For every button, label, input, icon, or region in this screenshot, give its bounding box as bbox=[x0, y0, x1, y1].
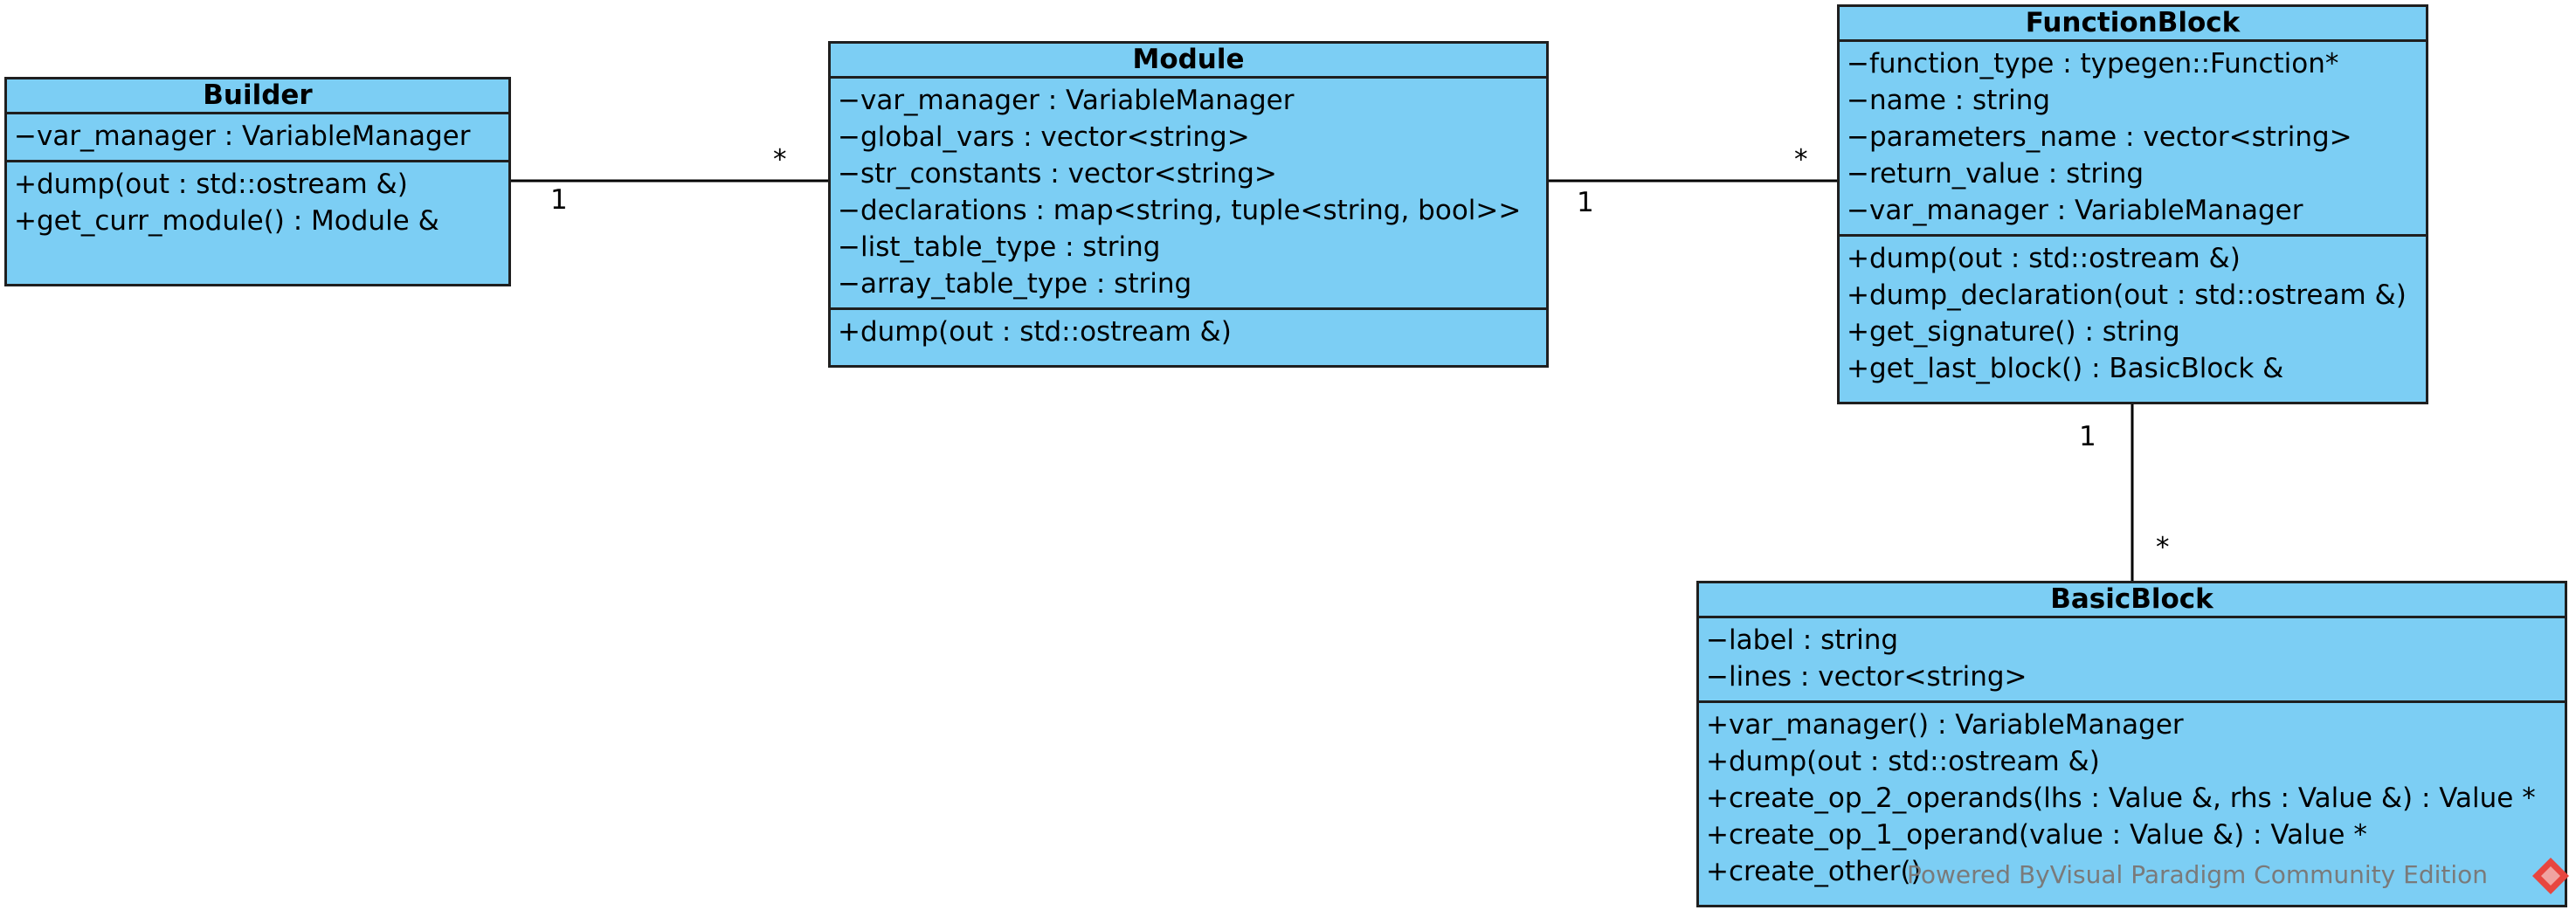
operation: +create_op_2_operands(lhs : Value &, rhs… bbox=[1706, 783, 2536, 814]
attribute: −function_type : typegen::Function* bbox=[1847, 48, 2339, 79]
attribute: −label : string bbox=[1706, 624, 1899, 656]
class-basicblock[interactable]: BasicBlock −label : string −lines : vect… bbox=[1696, 581, 2567, 907]
attribute: −var_manager : VariableManager bbox=[14, 121, 471, 152]
operation: +dump_declaration(out : std::ostream &) bbox=[1847, 279, 2407, 311]
attributes-compartment: −function_type : typegen::Function* −nam… bbox=[1840, 42, 2426, 237]
watermark-text: Powered ByVisual Paradigm Community Edit… bbox=[1907, 860, 2488, 889]
operation: +get_curr_module() : Module & bbox=[14, 205, 439, 237]
multiplicity-module-end: * bbox=[773, 144, 787, 176]
attribute: −global_vars : vector<string> bbox=[838, 121, 1250, 153]
attribute: −array_table_type : string bbox=[838, 268, 1192, 300]
operation: +dump(out : std::ostream &) bbox=[1706, 746, 2100, 777]
attribute: −declarations : map<string, tuple<string… bbox=[838, 195, 1522, 226]
attribute: −return_value : string bbox=[1847, 158, 2144, 190]
class-functionblock[interactable]: FunctionBlock −function_type : typegen::… bbox=[1837, 4, 2428, 404]
attribute: −list_table_type : string bbox=[838, 231, 1161, 263]
attribute: −var_manager : VariableManager bbox=[1847, 195, 2303, 226]
class-name: Module bbox=[831, 44, 1546, 79]
class-module[interactable]: Module −var_manager : VariableManager −g… bbox=[828, 41, 1549, 368]
operation: +create_op_1_operand(value : Value &) : … bbox=[1706, 819, 2367, 851]
attributes-compartment: −var_manager : VariableManager −global_v… bbox=[831, 79, 1546, 310]
class-builder[interactable]: Builder −var_manager : VariableManager +… bbox=[4, 77, 511, 286]
operation: +dump(out : std::ostream &) bbox=[1847, 243, 2241, 274]
visual-paradigm-logo-icon bbox=[2532, 858, 2569, 894]
operation: +dump(out : std::ostream &) bbox=[14, 169, 408, 200]
multiplicity-functionblock-end: * bbox=[1794, 144, 1808, 176]
operation: +var_manager() : VariableManager bbox=[1706, 709, 2184, 741]
operation: +create_other() bbox=[1706, 856, 1922, 887]
attribute: −parameters_name : vector<string> bbox=[1847, 121, 2352, 153]
attribute: −name : string bbox=[1847, 85, 2051, 116]
multiplicity-functionblock-end: 1 bbox=[2079, 421, 2096, 452]
attribute: −var_manager : VariableManager bbox=[838, 85, 1295, 116]
class-name: FunctionBlock bbox=[1840, 7, 2426, 42]
operations-compartment: +dump(out : std::ostream &) +get_curr_mo… bbox=[7, 162, 508, 245]
attribute: −str_constants : vector<string> bbox=[838, 158, 1277, 190]
attribute: −lines : vector<string> bbox=[1706, 661, 2027, 693]
class-name: BasicBlock bbox=[1699, 583, 2565, 618]
class-name: Builder bbox=[7, 79, 508, 114]
operation: +get_last_block() : BasicBlock & bbox=[1847, 353, 2284, 384]
operations-compartment: +dump(out : std::ostream &) bbox=[831, 310, 1546, 355]
attributes-compartment: −label : string −lines : vector<string> bbox=[1699, 618, 2565, 703]
operation: +dump(out : std::ostream &) bbox=[838, 316, 1232, 348]
operation: +get_signature() : string bbox=[1847, 316, 2180, 348]
operations-compartment: +var_manager() : VariableManager +dump(o… bbox=[1699, 703, 2565, 895]
multiplicity-basicblock-end: * bbox=[2156, 532, 2170, 563]
attributes-compartment: −var_manager : VariableManager bbox=[7, 114, 508, 162]
multiplicity-module-end: 1 bbox=[1577, 187, 1594, 218]
operations-compartment: +dump(out : std::ostream &) +dump_declar… bbox=[1840, 237, 2426, 392]
multiplicity-builder-end: 1 bbox=[550, 184, 568, 216]
